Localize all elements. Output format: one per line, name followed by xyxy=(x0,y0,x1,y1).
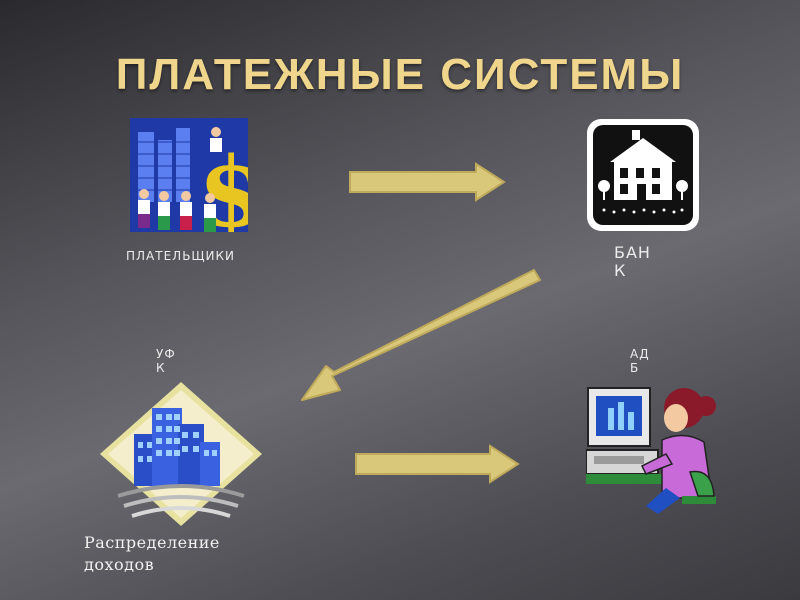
office-buildings-icon xyxy=(100,382,262,526)
adb-label: АДБ xyxy=(630,347,650,375)
woman-at-computer-icon xyxy=(586,387,716,514)
arrow-bank-to-ufk xyxy=(301,269,541,401)
arrow-ufk-to-adb xyxy=(355,444,520,484)
business-people-money-icon: $ xyxy=(130,118,248,232)
bank-label: БАНК xyxy=(614,243,651,281)
distribution-label: Распределение доходов xyxy=(84,533,220,574)
ufk-label: УФК xyxy=(156,347,176,375)
payers-label: ПЛАТЕЛЬЩИКИ xyxy=(126,249,236,263)
slide-title: ПЛАТЕЖНЫЕ СИСТЕМЫ xyxy=(115,50,685,99)
bank-house-icon xyxy=(587,119,699,231)
arrow-payers-to-bank xyxy=(349,162,506,202)
